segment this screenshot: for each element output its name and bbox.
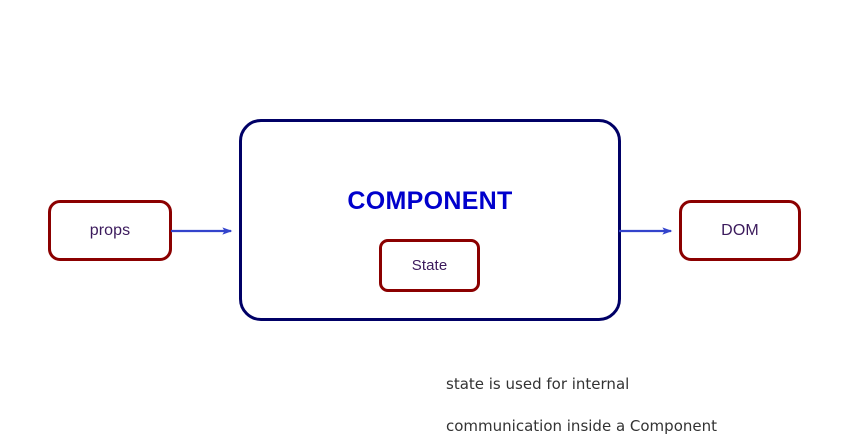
diagram-caption: state is used for internal communication… xyxy=(446,353,806,440)
component-title: COMPONENT xyxy=(347,187,513,215)
arrow-props-to-component xyxy=(171,227,233,235)
node-state[interactable]: State xyxy=(379,239,480,292)
node-dom[interactable]: DOM xyxy=(679,200,801,261)
node-props[interactable]: props xyxy=(48,200,172,261)
caption-line-2: communication inside a Component xyxy=(446,417,717,435)
arrow-component-to-dom xyxy=(619,227,673,235)
node-props-label: props xyxy=(89,221,131,239)
caption-line-1: state is used for internal xyxy=(446,375,630,393)
node-component[interactable]: COMPONENT xyxy=(239,119,621,321)
node-state-label: State xyxy=(411,257,448,274)
node-dom-label: DOM xyxy=(721,221,759,239)
